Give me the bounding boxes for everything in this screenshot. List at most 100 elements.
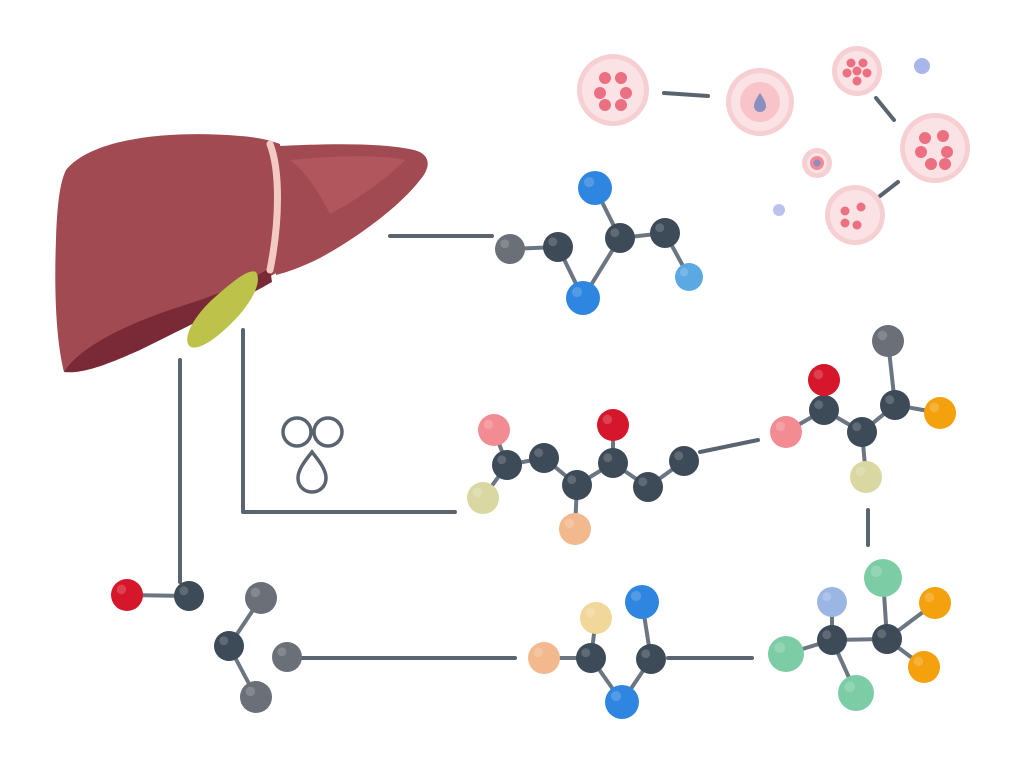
cell-organelle — [620, 87, 632, 99]
cell-organelle — [840, 206, 850, 216]
atom-highlight — [679, 267, 689, 277]
connector-cell-a-to-b — [662, 91, 710, 98]
atom-highlight — [483, 419, 494, 430]
cell-organelle — [594, 87, 606, 99]
cell-organelle — [925, 158, 937, 170]
atom-oxygen — [808, 364, 840, 396]
atom-highlight — [179, 586, 189, 596]
atom-highlight — [774, 642, 786, 654]
atom-periwinkle — [817, 587, 847, 617]
atom-highlight — [602, 414, 613, 425]
atom-nitrogen — [605, 685, 639, 719]
atom-carbon — [529, 443, 559, 473]
atom-highlight — [564, 518, 575, 529]
atom-sand — [580, 602, 612, 634]
liver-illustration — [55, 134, 428, 373]
atom-highlight — [571, 286, 583, 298]
cell-organelle — [852, 220, 862, 230]
atom-carbon — [817, 625, 847, 655]
floating-particle — [773, 204, 785, 216]
cell — [577, 54, 649, 126]
atom-carbon — [847, 417, 877, 447]
atom-highlight — [852, 422, 862, 432]
molecule-c — [770, 325, 956, 493]
cell-organelle — [915, 146, 927, 158]
atom-highlight — [924, 592, 935, 603]
cell-organelle — [842, 68, 852, 78]
cell-organelle — [937, 130, 949, 142]
atom-carbon — [214, 631, 244, 661]
atom-pink — [770, 416, 802, 448]
atom-highlight — [610, 228, 620, 238]
cell — [802, 148, 832, 178]
atom-methyl — [240, 681, 272, 713]
atom-highlight — [583, 176, 595, 188]
atom-highlight — [877, 330, 888, 341]
cell-organelle — [599, 99, 611, 111]
cell-organelle — [615, 72, 627, 84]
cell-organelle — [919, 132, 931, 144]
atom-highlight — [585, 607, 596, 618]
connector-cell-d-to-e — [878, 180, 900, 198]
atom-highlight — [548, 237, 558, 247]
atom-nitrogen — [566, 281, 600, 315]
molecule-e — [528, 585, 666, 719]
molecule-d — [111, 579, 302, 713]
atom-highlight — [913, 656, 924, 667]
atom-highlight — [814, 400, 824, 410]
cell-organelle — [858, 58, 868, 68]
atom-amber — [924, 397, 956, 429]
atom-highlight — [877, 629, 887, 639]
molecule-f — [768, 559, 951, 711]
cell — [900, 113, 970, 183]
atom-carbon — [650, 218, 680, 248]
liver-falciform-ligament — [266, 140, 281, 274]
atom-amber — [908, 651, 940, 683]
atom-highlight — [116, 584, 127, 595]
atom-highlight — [497, 455, 507, 465]
atom-highlight — [813, 369, 824, 380]
atom-pink — [478, 414, 510, 446]
atom-carbon — [880, 390, 910, 420]
pathway-connectors — [178, 91, 900, 660]
atom-peach — [559, 513, 591, 545]
atom-nitrogen — [578, 171, 612, 205]
atom-carbon — [598, 448, 628, 478]
atom-highlight — [567, 475, 577, 485]
atom-carbon — [562, 470, 592, 500]
cell-cluster — [577, 46, 970, 245]
atom-highlight — [844, 681, 856, 693]
atom-carbon — [633, 472, 663, 502]
cell-organelle — [615, 99, 627, 111]
atom-highlight — [870, 565, 883, 578]
atom-mint — [838, 675, 874, 711]
atom-methyl — [245, 582, 277, 614]
molecule-b — [467, 409, 699, 545]
cell — [832, 46, 882, 96]
atom-highlight — [472, 487, 483, 498]
connector-liver-to-molecule-b — [241, 328, 457, 514]
enzyme-ring-right — [312, 416, 344, 448]
cell-organelle — [846, 58, 856, 68]
atom-methyl — [872, 325, 904, 357]
atom-highlight — [674, 451, 684, 461]
atom-highlight — [630, 590, 642, 602]
gallbladder-shape — [187, 271, 258, 348]
atom-highlight — [638, 477, 648, 487]
atom-highlight — [533, 647, 544, 658]
cell-organelle — [862, 68, 872, 78]
enzyme-droplet — [296, 449, 328, 494]
atom-highlight — [277, 647, 287, 657]
atom-carbon — [605, 223, 635, 253]
atom-highlight — [219, 636, 229, 646]
atom-highlight — [775, 421, 786, 432]
atom-highlight — [655, 223, 665, 233]
cell-body — [830, 190, 880, 240]
atom-carbon — [543, 232, 573, 262]
cell-organelle — [852, 76, 862, 86]
cell — [825, 185, 885, 245]
atom-highlight — [581, 648, 591, 658]
atom-carbon — [174, 581, 204, 611]
atom-carbon — [576, 643, 606, 673]
